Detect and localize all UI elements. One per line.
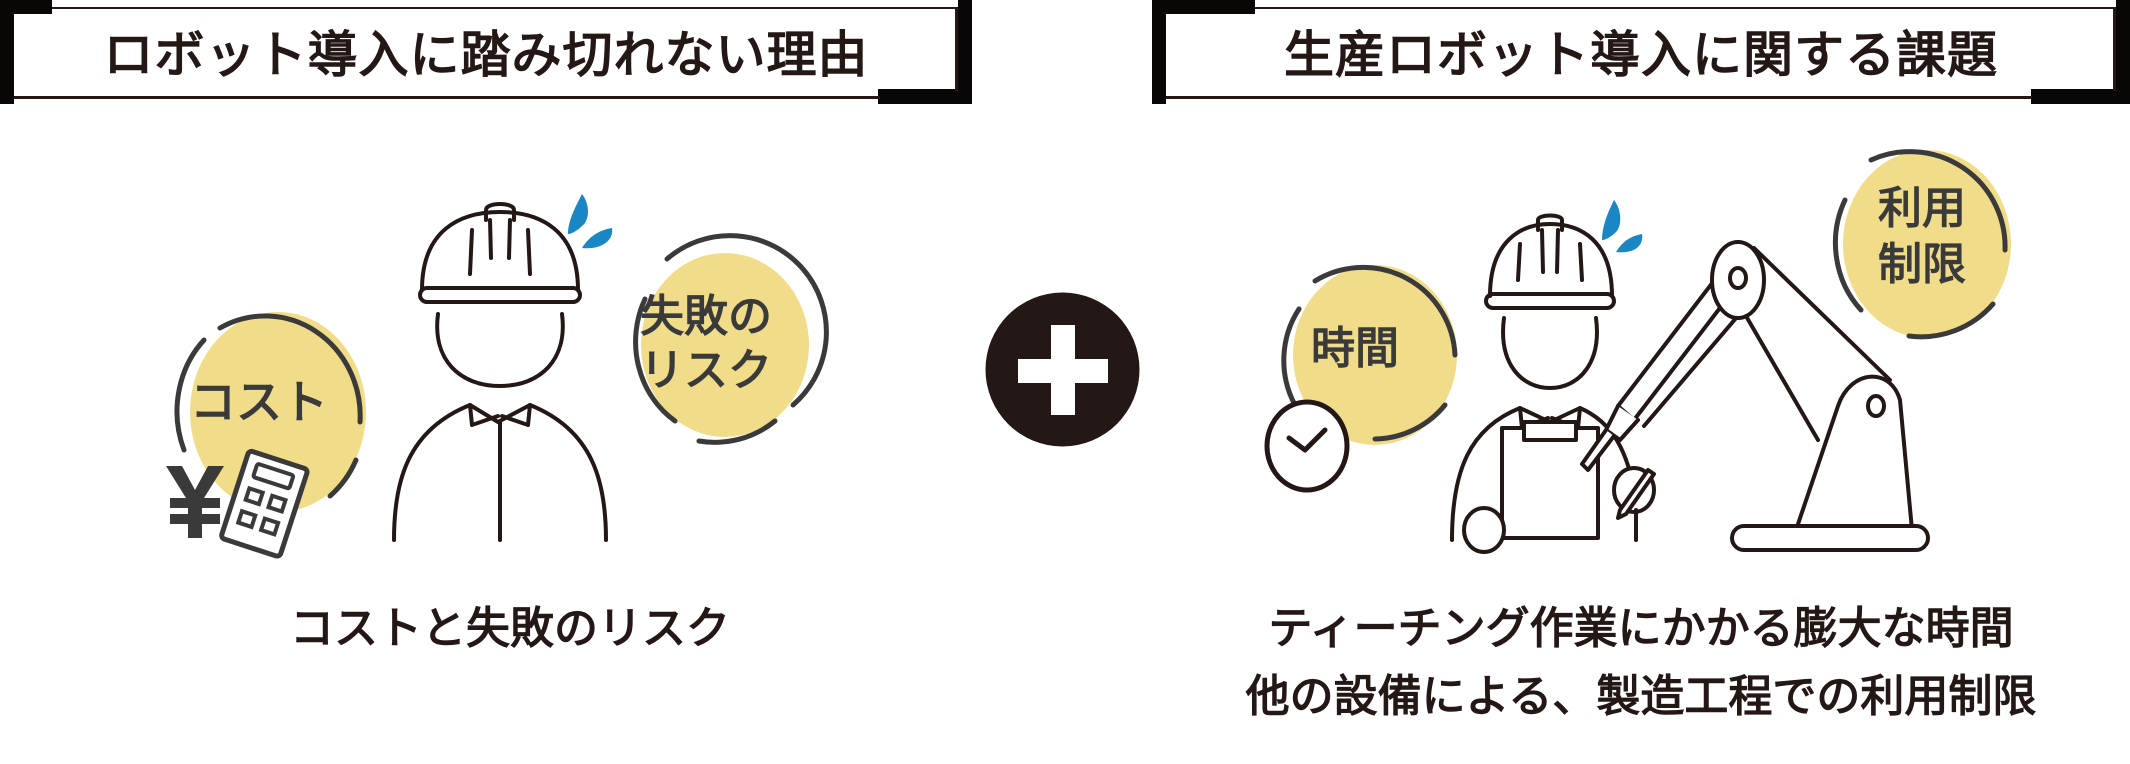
left-header-bar-right (958, 0, 972, 104)
risk-bubble-label-1: 失敗の (640, 291, 772, 342)
calculator-icon (219, 448, 310, 559)
right-caption-line-1: ティーチング作業にかかる膨大な時間 (1268, 603, 2014, 654)
usage-limit-bubble (1832, 149, 2011, 340)
right-header-corner-bottom-right (2031, 89, 2130, 104)
left-header-corner-bottom-right (878, 89, 972, 104)
left-header-bar-left (0, 0, 14, 104)
left-header-thin-top (52, 7, 958, 9)
risk-bubble-label-2: リスク (640, 345, 772, 396)
yen-icon (166, 466, 224, 538)
usage-limit-label-2: 制限 (1878, 239, 1966, 290)
risk-bubble (633, 233, 829, 445)
right-header-thin-top (1255, 7, 2116, 9)
clock-icon (1264, 399, 1350, 493)
worker-icon-right (1450, 213, 1656, 554)
robot-arm-icon (1580, 240, 1930, 552)
cost-bubble-label: コスト (190, 375, 328, 429)
left-header-thin-right (955, 7, 958, 91)
right-header-bar-right (2116, 0, 2130, 104)
worker-icon (392, 202, 608, 542)
plus-circle-icon (985, 292, 1140, 447)
left-header-title: ロボット導入に踏み切れない理由 (103, 26, 869, 84)
usage-limit-label-1: 利用 (1878, 183, 1966, 234)
left-caption: コストと失敗のリスク (290, 603, 730, 654)
right-header-thin-right (2113, 7, 2116, 91)
cost-bubble (174, 312, 366, 512)
sweat-drop-icon-right (1602, 200, 1643, 253)
time-bubble (1281, 264, 1458, 445)
left-header-thin-bottom (14, 96, 880, 99)
time-bubble-label: 時間 (1311, 323, 1399, 374)
right-header-bar-left (1152, 0, 1166, 104)
right-header-title: 生産ロボット導入に関する課題 (1284, 26, 1998, 84)
right-header-corner-top-left (1152, 0, 1255, 14)
right-caption-line-2: 他の設備による、製造工程での利用制限 (1245, 671, 2037, 722)
right-header-thin-bottom (1166, 96, 2032, 99)
sweat-drop-icon (568, 194, 613, 249)
